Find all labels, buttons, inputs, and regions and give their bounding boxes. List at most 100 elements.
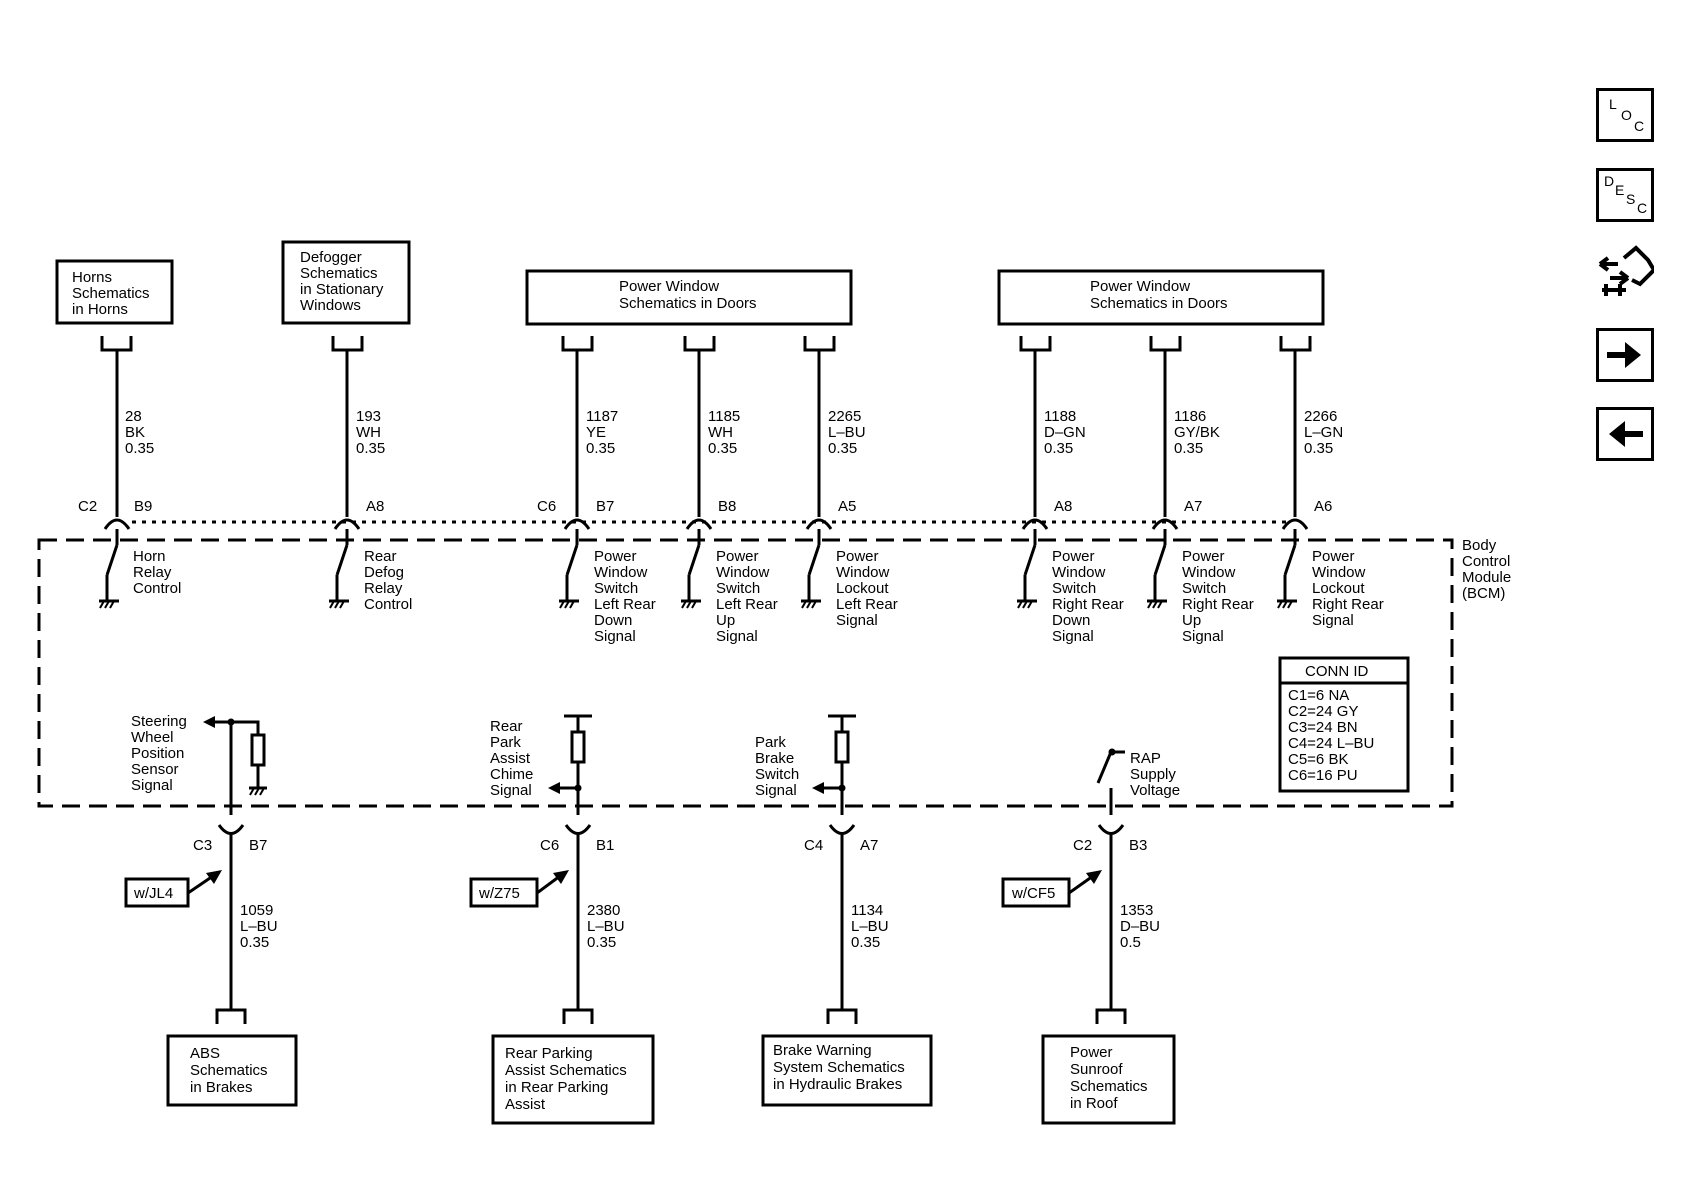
pw-lr-lockout-label-2: Window — [836, 564, 890, 581]
connector-c4: C4 — [804, 837, 823, 854]
pw-left-box-line-1: Power Window — [619, 278, 719, 295]
desc-letter-d: D — [1604, 173, 1615, 189]
abs-schematics-box[interactable]: ABS Schematics in Brakes — [166, 1034, 298, 1107]
connector-c6-top: C6 — [537, 498, 556, 515]
pin-a8-defog: A8 — [366, 498, 384, 515]
steering-label-2: Wheel — [131, 729, 174, 746]
circuit-1134: 1134 — [851, 902, 883, 919]
circuit-2266-color: L–GN — [1304, 424, 1343, 441]
pw-lr-up-label-4: Left Rear — [716, 596, 778, 613]
brake-warning-schematics-box[interactable]: Brake Warning System Schematics in Hydra… — [761, 1034, 933, 1107]
circuit-28-color: BK — [125, 424, 145, 441]
rear-park-label-1: Rear — [490, 718, 523, 735]
next-button[interactable] — [1596, 328, 1654, 382]
right-arrow-icon — [1607, 342, 1641, 368]
horn-relay-label-2: Relay — [133, 564, 172, 581]
circuit-2380: 2380 — [587, 902, 620, 919]
loc-button[interactable]: L O C — [1596, 88, 1654, 142]
connector-c6-bottom: C6 — [540, 837, 559, 854]
pin-b7-top: B7 — [596, 498, 614, 515]
pw-rr-up-label-6: Signal — [1182, 628, 1224, 645]
park-brake-label-4: Signal — [755, 782, 797, 799]
pw-lr-down-label-5: Down — [594, 612, 632, 629]
park-brake-label-2: Brake — [755, 750, 794, 767]
pin-b9: B9 — [134, 498, 152, 515]
pw-lr-down-label-2: Window — [594, 564, 648, 581]
pw-rr-down-label-5: Down — [1052, 612, 1090, 629]
steering-label-1: Steering — [131, 713, 187, 730]
conn-id-title: CONN ID — [1305, 663, 1369, 680]
circuit-1134-color: L–BU — [851, 918, 889, 935]
loc-letter-o: O — [1621, 107, 1632, 123]
bcm-input-labels: Horn Relay Control Rear Defog Relay Cont… — [133, 548, 1384, 645]
circuit-1059-color: L–BU — [240, 918, 278, 935]
brake-box-line-2: System Schematics — [773, 1059, 905, 1076]
horns-box-line-2: Schematics — [72, 285, 150, 302]
defogger-schematics-box[interactable]: Defogger Schematics in Stationary Window… — [281, 240, 411, 325]
connector-c2-top: C2 — [78, 498, 97, 515]
circuit-1187-size: 0.35 — [586, 440, 615, 457]
bcm-input-switches — [99, 529, 1297, 609]
rear-parking-box-line-4: Assist — [505, 1096, 546, 1113]
pw-rr-down-label-4: Right Rear — [1052, 596, 1124, 613]
rear-parking-box-line-3: in Rear Parking — [505, 1079, 608, 1096]
rear-defog-label-3: Relay — [364, 580, 403, 597]
top-connector-row: C2 B9 A8 C6 B7 B8 A5 A8 A7 A6 — [78, 498, 1332, 530]
circuit-2265: 2265 — [828, 408, 861, 425]
pin-a6: A6 — [1314, 498, 1332, 515]
horns-schematics-box[interactable]: Horns Schematics in Horns — [55, 259, 174, 325]
circuit-2380-size: 0.35 — [587, 934, 616, 951]
option-z75: w/Z75 — [478, 885, 520, 902]
pw-rr-lockout-label-2: Window — [1312, 564, 1366, 581]
abs-box-line-1: ABS — [190, 1045, 220, 1062]
pw-lr-lockout-label-1: Power — [836, 548, 879, 565]
steering-label-5: Signal — [131, 777, 173, 794]
pw-rr-up-label-3: Switch — [1182, 580, 1226, 597]
circuit-193: 193 — [356, 408, 381, 425]
pw-rr-up-label-5: Up — [1182, 612, 1201, 629]
option-cf5: w/CF5 — [1011, 885, 1055, 902]
circuit-1134-size: 0.35 — [851, 934, 880, 951]
bottom-wires — [215, 833, 1127, 1024]
pw-right-box-line-2: Schematics in Doors — [1090, 295, 1228, 312]
conn-id-row-c1: C1=6 NA — [1288, 687, 1349, 704]
steering-label-3: Position — [131, 745, 184, 762]
pw-rr-lockout-label-4: Right Rear — [1312, 596, 1384, 613]
pw-lr-lockout-label-3: Lockout — [836, 580, 889, 597]
pw-lr-up-label-6: Signal — [716, 628, 758, 645]
circuit-1187-color: YE — [586, 424, 606, 441]
rear-defog-label-1: Rear — [364, 548, 397, 565]
bottom-terminal-3 — [826, 1008, 858, 1024]
power-window-right-schematics-box[interactable]: Power Window Schematics in Doors — [997, 269, 1325, 326]
rap-label-1: RAP — [1130, 750, 1161, 767]
rap-label-3: Voltage — [1130, 782, 1180, 799]
bcm-label-line-1: Body — [1462, 537, 1497, 554]
pin-a8-window: A8 — [1054, 498, 1072, 515]
prev-button[interactable] — [1596, 407, 1654, 461]
connector-tool-icon[interactable] — [1596, 240, 1654, 310]
pw-lr-down-label-6: Signal — [594, 628, 636, 645]
pw-rr-lockout-label-5: Signal — [1312, 612, 1354, 629]
desc-letter-e: E — [1615, 182, 1625, 198]
desc-button[interactable]: D E S C — [1596, 168, 1654, 222]
power-window-left-schematics-box[interactable]: Power Window Schematics in Doors — [525, 269, 853, 326]
pin-a5: A5 — [838, 498, 856, 515]
circuit-193-color: WH — [356, 424, 381, 441]
sunroof-schematics-box[interactable]: Power Sunroof Schematics in Roof — [1041, 1034, 1176, 1125]
circuit-1188-size: 0.35 — [1044, 440, 1073, 457]
bcm-label-line-2: Control — [1462, 553, 1510, 570]
pin-b7-bottom: B7 — [249, 837, 267, 854]
rear-defog-label-2: Defog — [364, 564, 404, 581]
pw-rr-down-label-3: Switch — [1052, 580, 1096, 597]
brake-box-line-3: in Hydraulic Brakes — [773, 1076, 902, 1093]
pin-b8: B8 — [718, 498, 736, 515]
pw-lr-down-label-4: Left Rear — [594, 596, 656, 613]
circuit-1186-color: GY/BK — [1174, 424, 1220, 441]
left-arrow-icon — [1609, 421, 1643, 447]
rear-parking-assist-schematics-box[interactable]: Rear Parking Assist Schematics in Rear P… — [491, 1034, 655, 1125]
pin-a7-bottom: A7 — [860, 837, 878, 854]
pw-lr-up-label-2: Window — [716, 564, 770, 581]
circuit-1353: 1353 — [1120, 902, 1153, 919]
circuit-1186-size: 0.35 — [1174, 440, 1203, 457]
pw-lr-up-label-1: Power — [716, 548, 759, 565]
